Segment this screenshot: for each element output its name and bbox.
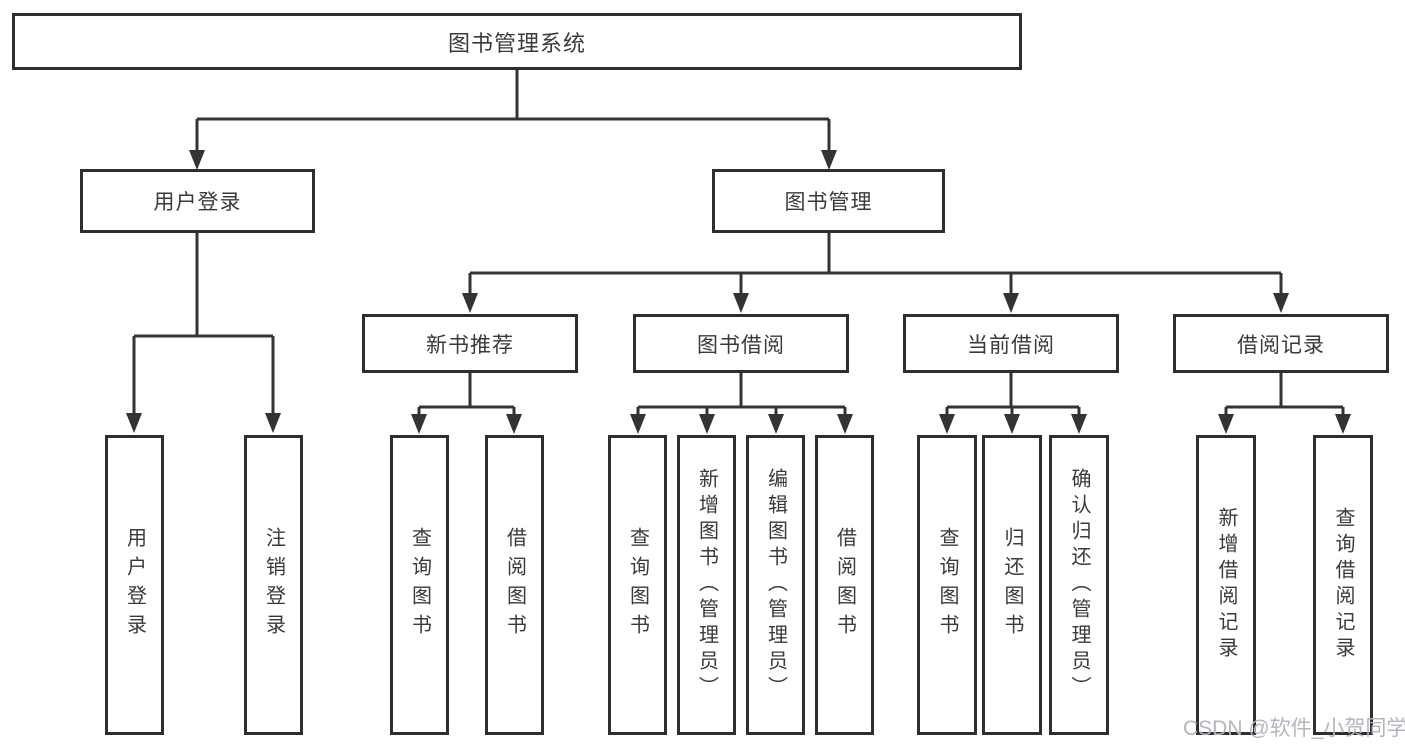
leaf-label: 归还图书 [1001,527,1023,643]
leaf-add-borrow-record: 新增借阅记录 [1196,435,1256,735]
node-borrowing-records: 借阅记录 [1173,314,1389,373]
leaf-edit-book-admin: 编辑图书（管理员） [746,435,805,735]
leaf-borrow-books-borrowing: 借阅图书 [815,435,874,735]
leaf-query-borrow-record: 查询借阅记录 [1313,435,1373,735]
leaf-label: 编辑图书（管理员） [764,468,787,702]
node-book-management: 图书管理 [712,169,945,233]
node-user-login: 用户登录 [80,169,315,233]
leaf-borrow-books-recommend: 借阅图书 [485,435,544,735]
leaf-label: 借阅图书 [503,527,526,643]
leaf-label: 用户登录 [123,527,146,643]
node-current-borrowing: 当前借阅 [903,314,1119,373]
leaf-label: 注销登录 [262,527,285,643]
leaf-label: 新增图书（管理员） [695,468,718,702]
leaf-user-login: 用户登录 [105,435,164,735]
leaf-return-book: 归还图书 [982,435,1042,735]
node-new-book-recommend: 新书推荐 [362,314,578,373]
leaf-label: 新增借阅记录 [1215,507,1237,663]
csdn-watermark: CSDN @软件_小贺同学 [1183,717,1405,740]
leaf-label: 查询图书 [936,527,958,643]
leaf-logout: 注销登录 [244,435,303,735]
leaf-label: 借阅图书 [833,527,856,643]
leaf-confirm-return-admin: 确认归还（管理员） [1049,435,1109,735]
leaf-query-books-borrowing: 查询图书 [608,435,667,735]
leaf-add-book-admin: 新增图书（管理员） [677,435,736,735]
node-root-system: 图书管理系统 [12,13,1022,70]
node-book-borrowing: 图书借阅 [633,314,849,373]
leaf-query-books-recommend: 查询图书 [390,435,449,735]
leaf-label: 查询图书 [408,527,431,643]
leaf-label: 查询图书 [626,527,649,643]
leaf-label: 确认归还（管理员） [1068,468,1090,702]
leaf-label: 查询借阅记录 [1332,507,1354,663]
leaf-query-books-current: 查询图书 [917,435,977,735]
